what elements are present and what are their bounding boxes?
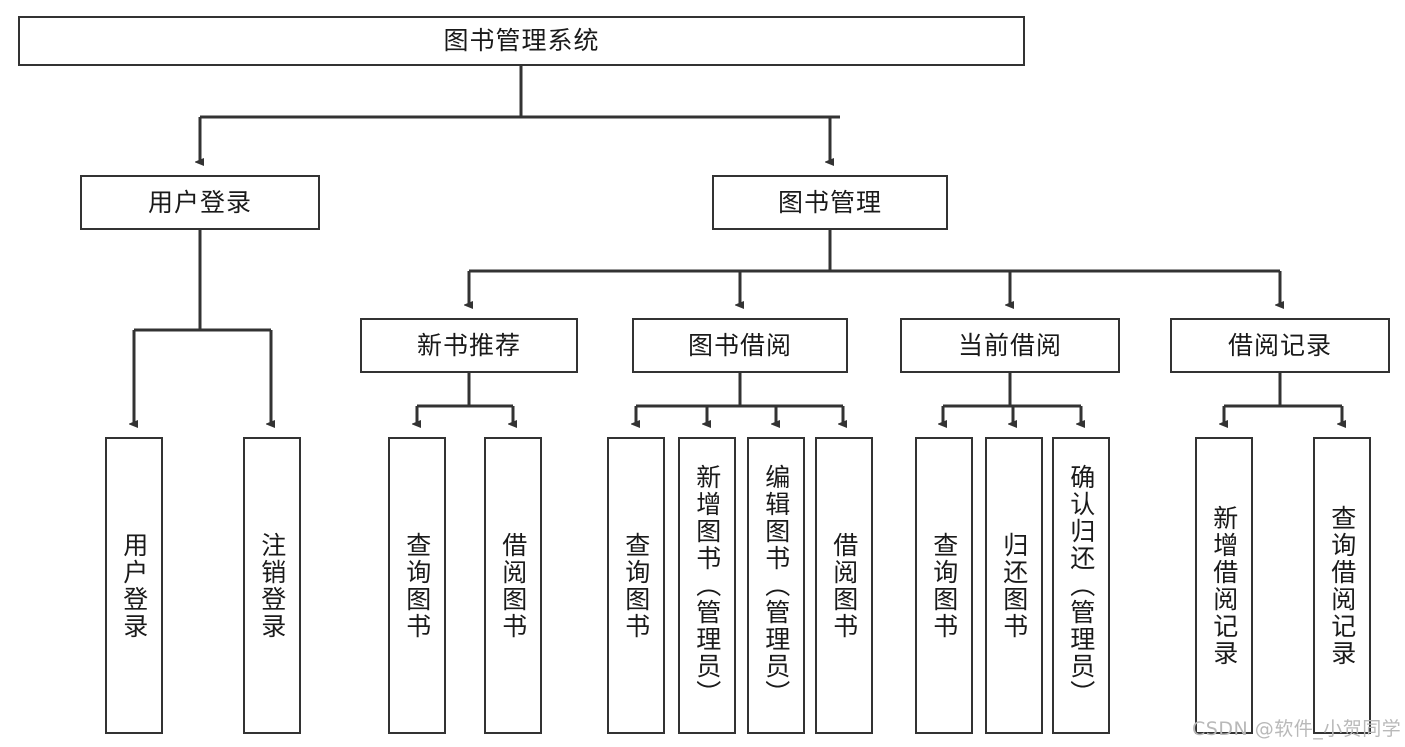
watermark-csdn: CSDN @软件_小贺同学	[1192, 718, 1402, 740]
leaf-label: 确认归还（管理员）	[1066, 464, 1096, 707]
leaf-label: 用户登录	[119, 531, 149, 640]
leaf-return-book[interactable]: 归还图书	[985, 437, 1043, 734]
leaf-label: 查询图书	[621, 531, 651, 640]
leaf-confirm-return-admin[interactable]: 确认归还（管理员）	[1052, 437, 1110, 734]
leaf-label: 编辑图书（管理员）	[761, 464, 791, 707]
node-book-borrow[interactable]: 图书借阅	[632, 318, 848, 373]
leaf-user-login[interactable]: 用户登录	[105, 437, 163, 734]
leaf-label: 新增借阅记录	[1209, 504, 1239, 667]
leaf-query-book-new[interactable]: 查询图书	[388, 437, 446, 734]
leaf-query-borrow-record[interactable]: 查询借阅记录	[1313, 437, 1371, 734]
node-book-management[interactable]: 图书管理	[712, 175, 948, 230]
leaf-add-book-admin[interactable]: 新增图书（管理员）	[678, 437, 736, 734]
leaf-query-book-current[interactable]: 查询图书	[915, 437, 973, 734]
node-new-book-recommend[interactable]: 新书推荐	[360, 318, 578, 373]
leaf-label: 查询借阅记录	[1327, 504, 1357, 667]
node-current-borrow[interactable]: 当前借阅	[900, 318, 1120, 373]
leaf-label: 注销登录	[257, 531, 287, 640]
node-borrow-records[interactable]: 借阅记录	[1170, 318, 1390, 373]
leaf-add-borrow-record[interactable]: 新增借阅记录	[1195, 437, 1253, 734]
leaf-borrow-book[interactable]: 借阅图书	[815, 437, 873, 734]
leaf-label: 查询图书	[929, 531, 959, 640]
leaf-edit-book-admin[interactable]: 编辑图书（管理员）	[747, 437, 805, 734]
leaf-label: 查询图书	[402, 531, 432, 640]
node-root[interactable]: 图书管理系统	[18, 16, 1025, 66]
leaf-label: 借阅图书	[498, 531, 528, 640]
node-user-login[interactable]: 用户登录	[80, 175, 320, 230]
leaf-borrow-book-new[interactable]: 借阅图书	[484, 437, 542, 734]
leaf-label: 新增图书（管理员）	[692, 464, 722, 707]
leaf-label: 借阅图书	[829, 531, 859, 640]
leaf-logout[interactable]: 注销登录	[243, 437, 301, 734]
leaf-query-book-borrow[interactable]: 查询图书	[607, 437, 665, 734]
leaf-label: 归还图书	[999, 531, 1029, 640]
